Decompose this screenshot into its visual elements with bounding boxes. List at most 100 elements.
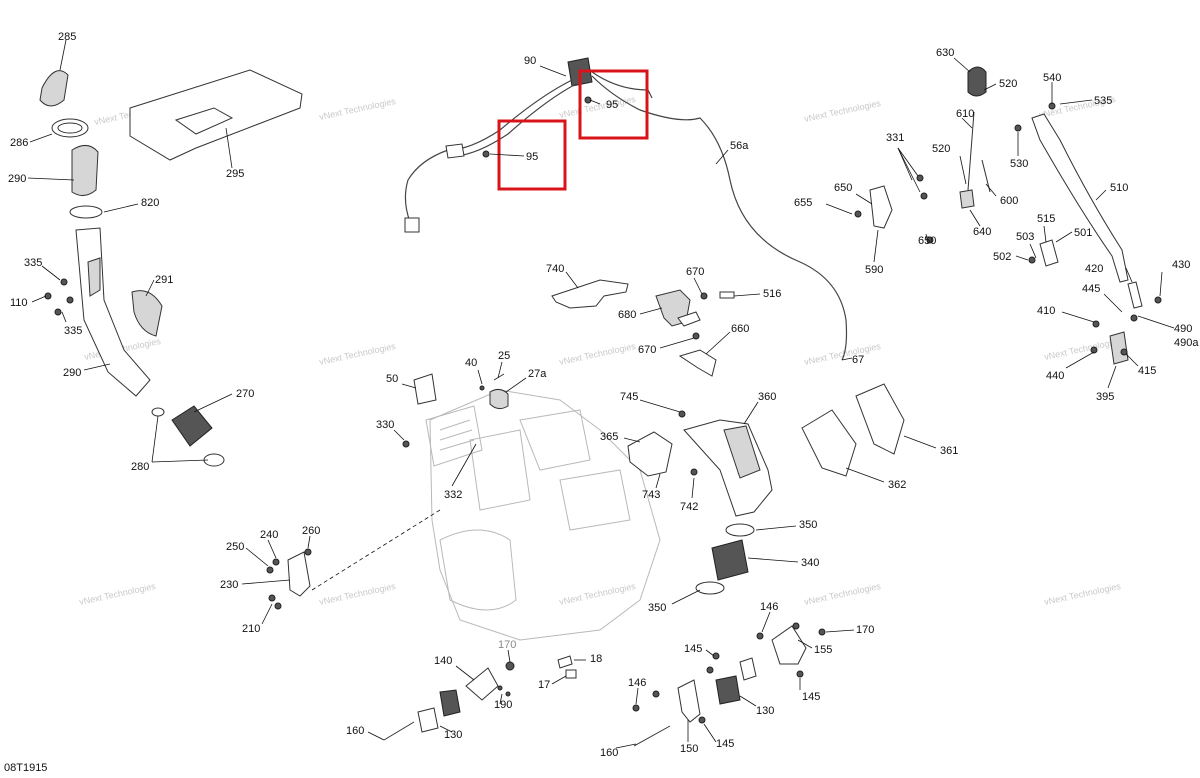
label-650: 650 [834,182,852,194]
label-502: 502 [993,251,1011,263]
label-67: 67 [852,354,864,366]
label-170: 170 [856,624,874,636]
label-600: 600 [1000,195,1018,207]
label-190: 190 [494,699,512,711]
label-535: 535 [1094,95,1112,107]
label-515: 515 [1037,213,1055,225]
drawing-code: 08T1915 [4,762,48,774]
label-590: 590 [865,264,883,276]
intake-parts [39,69,303,467]
label-610: 610 [956,108,974,120]
part-50-gasket [413,373,437,405]
label-740: 740 [546,263,564,275]
label-146: 146 [628,677,646,689]
engine-mount-left [266,548,312,610]
part-27a-fitting [489,388,509,410]
label-670: 670 [638,344,656,356]
label-332: 332 [444,489,462,501]
part-155-bracket [771,625,807,665]
label-540: 540 [1043,72,1061,84]
label-155: 155 [814,644,832,656]
label-440: 440 [1046,370,1064,382]
label-140: 140 [434,655,452,667]
label-410: 410 [1037,305,1055,317]
label-745: 745 [620,391,638,403]
svg-text:vNext Technologies: vNext Technologies [803,98,882,124]
part-280-clamp-a [151,407,165,417]
svg-text:vNext Technologies: vNext Technologies [803,341,882,367]
label-260: 260 [302,525,320,537]
label-290: 290 [63,367,81,379]
part-516-bolt [719,291,735,299]
label-146: 146 [760,601,778,613]
label-56a: 56a [730,140,749,152]
label-350: 350 [648,602,666,614]
label-286: 286 [10,137,28,149]
label-415: 415 [1138,365,1156,377]
highlight-box-95-upper [578,69,649,140]
label-145: 145 [716,738,734,750]
label-743: 743 [642,489,660,501]
label-285: 285 [58,31,76,43]
part-740-bracket [551,279,629,309]
label-340: 340 [801,557,819,569]
label-210: 210 [242,623,260,635]
label-520: 520 [932,143,950,155]
part-820-band [69,205,103,219]
label-350: 350 [799,519,817,531]
part-290-boot [71,145,99,196]
label-650: 650 [918,235,936,247]
label-516: 516 [763,288,781,300]
label-150: 150 [680,743,698,755]
part-150-bracket [677,679,701,723]
label-362: 362 [888,479,906,491]
part-361-panel [855,383,905,455]
part-350-clamp-a [725,523,755,537]
label-490a: 490a [1174,337,1199,349]
part-395-bracket [1109,331,1129,365]
label-240: 240 [260,529,278,541]
label-742: 742 [680,501,698,513]
part-140-bracket [465,667,499,701]
label-95: 95 [526,151,538,163]
part-590-lever [869,185,893,229]
label-160: 160 [346,725,364,737]
svg-text:vNext Technologies: vNext Technologies [318,341,397,367]
label-330: 330 [376,419,394,431]
label-655: 655 [794,197,812,209]
part-350-clamp-b [695,581,725,595]
part-630-knob [967,66,987,97]
part-270-coupler [171,405,213,447]
clutch-air-duct [627,383,905,595]
svg-text:vNext Technologies: vNext Technologies [558,341,637,367]
label-420: 420 [1085,263,1103,275]
label-130: 130 [756,705,774,717]
label-160: 160 [600,747,618,759]
label-365: 365 [600,431,618,443]
label-660: 660 [731,323,749,335]
label-291: 291 [155,274,173,286]
label-445: 445 [1082,283,1100,295]
label-90: 90 [524,55,536,67]
svg-text:vNext Technologies: vNext Technologies [558,581,637,607]
svg-text:vNext Technologies: vNext Technologies [1043,581,1122,607]
part-362-panel [801,409,857,477]
label-430: 430 [1172,259,1190,271]
part-340-filter [711,539,749,581]
label-170: 170 [498,639,516,651]
engine-block [311,373,661,641]
label-145: 145 [802,691,820,703]
label-50: 50 [386,373,398,385]
label-490: 490 [1174,323,1192,335]
label-280: 280 [131,461,149,473]
label-335: 335 [64,325,82,337]
part-230-bracket [287,551,311,597]
part-130-mount-b [715,675,741,705]
label-145: 145 [684,643,702,655]
part-285-cap [39,70,69,107]
part-130-mount-a [439,689,461,717]
label-820: 820 [141,197,159,209]
label-520: 520 [999,78,1017,90]
part-515-bracket [1039,239,1059,267]
